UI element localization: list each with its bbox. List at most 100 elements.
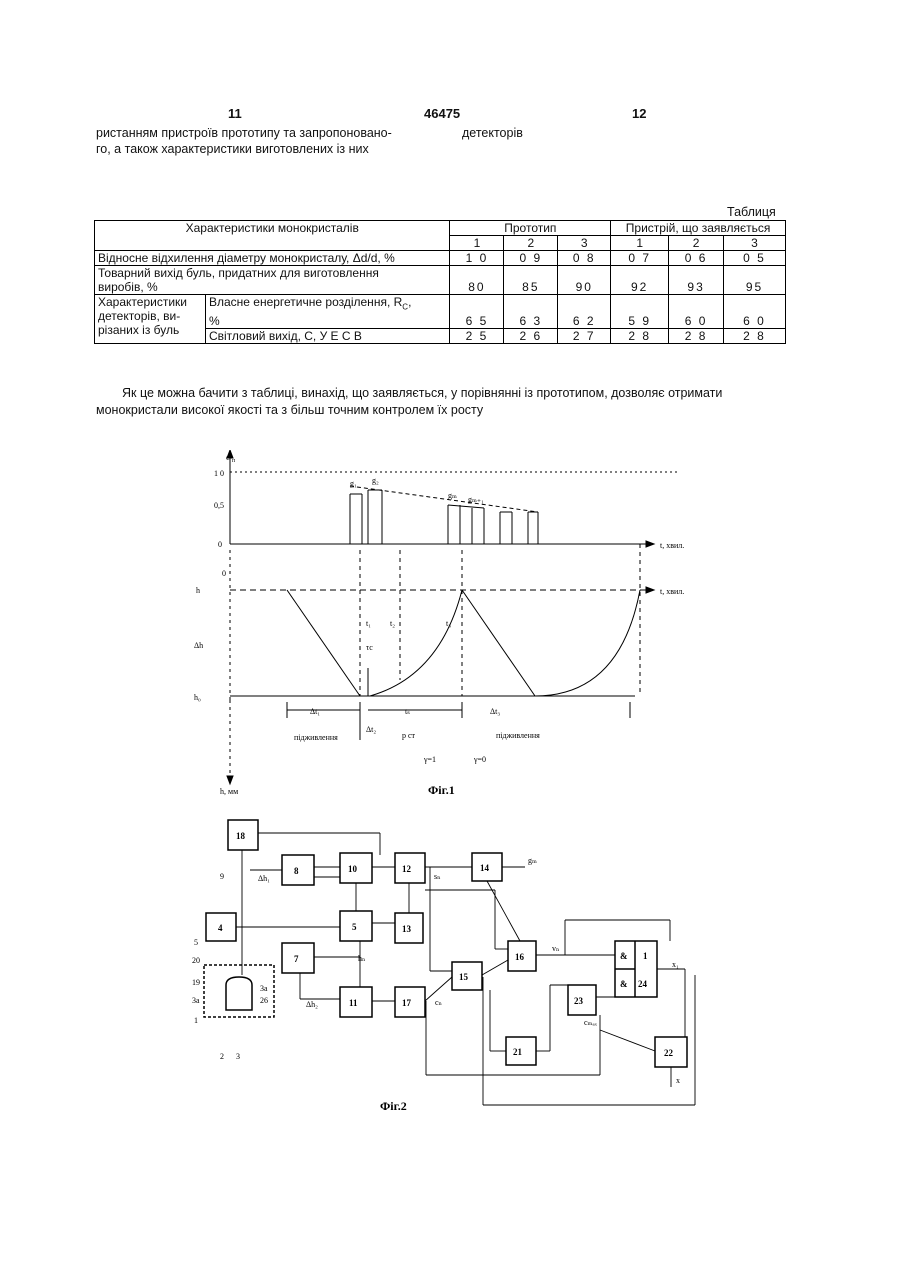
- side-label: 3: [236, 1052, 240, 1061]
- table-cell: 0 6: [669, 251, 724, 266]
- block-7-label: 7: [294, 954, 299, 964]
- table-cell: 2 8: [669, 329, 724, 344]
- table-col-number: 2: [669, 236, 724, 251]
- table-cell: 2 7: [558, 329, 611, 344]
- body-paragraph: Як це можна бачити з таблиці, винахід, щ…: [96, 385, 788, 419]
- fig1-descent-line: [462, 590, 535, 696]
- table-caption: Таблиця: [727, 204, 776, 220]
- wire: [482, 960, 508, 975]
- or-gate: 1: [643, 951, 648, 961]
- fig1-gamma-1: γ=1: [423, 755, 436, 764]
- row-label-suffix: ,: [408, 295, 411, 309]
- fig1-h-label: h: [196, 586, 200, 595]
- label-hn: hₙ: [358, 954, 366, 963]
- fig1-ts: tₛ: [405, 707, 410, 716]
- table-head-device: Пристрій, що заявляється: [611, 221, 786, 236]
- block-24-label: 24: [638, 979, 648, 989]
- fig1-tick-0: 0: [218, 540, 222, 549]
- table-cell: 6 0: [669, 295, 724, 329]
- label-cn: cₙ: [435, 998, 443, 1007]
- table-cell: 92: [611, 266, 669, 295]
- row-label-text: Власне енергетичне розділення, R: [209, 295, 402, 309]
- table-cell: 6 5: [450, 295, 504, 329]
- fig1-tc: τc: [366, 643, 373, 652]
- fig1-arrowhead: [646, 541, 654, 547]
- row-label: Товарний вихід буль, придатних для вигот…: [95, 266, 450, 295]
- table-cell: 0 5: [724, 251, 786, 266]
- fig1-gamma-0: γ=0: [473, 755, 486, 764]
- fig1-y-top-sub: п: [232, 458, 236, 464]
- intro-right-column: детекторів: [462, 125, 523, 141]
- fig1-phase-2: р ст: [402, 731, 416, 740]
- fig1-phase-1: підживлення: [294, 733, 338, 742]
- fig1-gm: gₘ: [448, 491, 457, 500]
- table-head-prototype: Прототип: [450, 221, 611, 236]
- intro-line: ристанням пристроїв прототипу та запропо…: [96, 125, 436, 141]
- label-dh1: Δh₁: [258, 874, 270, 883]
- fig1-y-bottom-label: h, мм: [220, 787, 238, 796]
- fig1-g1: g₁: [350, 479, 357, 488]
- side-label: 5: [194, 938, 198, 947]
- row-label-line: Власне енергетичне розділення, RC,: [209, 295, 447, 314]
- table-cell: 0 8: [558, 251, 611, 266]
- table-row: Товарний вихід буль, придатних для вигот…: [95, 266, 786, 295]
- table-cell: 85: [504, 266, 558, 295]
- block-12-label: 12: [402, 864, 412, 874]
- block-4-label: 4: [218, 923, 223, 933]
- side-label: 2: [220, 1052, 224, 1061]
- fig1-dt2: Δt₂: [366, 725, 376, 734]
- label-dh2: Δh₂: [306, 1000, 318, 1009]
- fig1-dh-label: Δh: [194, 641, 203, 650]
- fig1-t3: t₃: [446, 619, 451, 628]
- label-sn: sₙ: [434, 872, 441, 881]
- table-cell: 95: [724, 266, 786, 295]
- row-label: Світловий вихід, С, У Е С В: [205, 329, 450, 344]
- and-gate-1: &: [620, 951, 628, 961]
- fig1-x-top-label: t, хвил.: [660, 541, 684, 550]
- intro-line: го, а також характеристики виготовлених …: [96, 141, 436, 157]
- group-label-line: різаних із буль: [98, 323, 202, 337]
- block-11-label: 11: [349, 998, 358, 1008]
- side-label: 1: [194, 1016, 198, 1025]
- fig1-y-top-label: c: [226, 453, 230, 462]
- label-gm: gₘ: [528, 856, 537, 865]
- side-label: 3а: [260, 984, 268, 993]
- side-label: 20: [192, 956, 200, 965]
- crucible-icon: [226, 977, 252, 1010]
- table-col-number: 3: [724, 236, 786, 251]
- table-cell: 2 6: [504, 329, 558, 344]
- row-label-line: %: [209, 314, 447, 328]
- table-head-characteristics: Характеристики монокристалів: [95, 221, 450, 251]
- fig1-dt1: Δt₁: [310, 707, 320, 716]
- label-x1: x₁: [672, 960, 679, 969]
- table-cell: 6 3: [504, 295, 558, 329]
- block-14-label: 14: [480, 863, 490, 873]
- table-col-number: 2: [504, 236, 558, 251]
- table-cell: 93: [669, 266, 724, 295]
- group-label: Характеристики детекторів, ви- різаних і…: [95, 295, 206, 344]
- fig2-caption: Фіг.2: [380, 1099, 407, 1113]
- block-5-label: 5: [352, 922, 357, 932]
- side-label: 3а: [192, 996, 200, 1005]
- fig1-g2: g₂: [372, 476, 379, 485]
- fig1-gm1: gₘ₊₁: [468, 495, 484, 504]
- table-cell: 2 5: [450, 329, 504, 344]
- table-cell: 1 0: [450, 251, 504, 266]
- fig1-tick-05: 0,5: [214, 501, 224, 510]
- block-15-label: 15: [459, 972, 469, 982]
- table-cell: 2 8: [611, 329, 669, 344]
- fig1-growth-curve: [535, 590, 640, 696]
- group-label-line: детекторів, ви-: [98, 309, 202, 323]
- table-cell: 80: [450, 266, 504, 295]
- fig1-growth-curve: [370, 590, 462, 696]
- intro-left-column: ристанням пристроїв прототипу та запропо…: [96, 125, 436, 157]
- block-23-label: 23: [574, 996, 584, 1006]
- block-17-label: 17: [402, 998, 412, 1008]
- wire: [600, 1030, 655, 1051]
- table-col-number: 1: [450, 236, 504, 251]
- fig1-descent-line: [287, 590, 360, 696]
- block-22-label: 22: [664, 1048, 674, 1058]
- table-row: Характеристики детекторів, ви- різаних і…: [95, 295, 786, 329]
- fig1-bar: [448, 505, 484, 508]
- label-vn: vₙ: [552, 944, 560, 953]
